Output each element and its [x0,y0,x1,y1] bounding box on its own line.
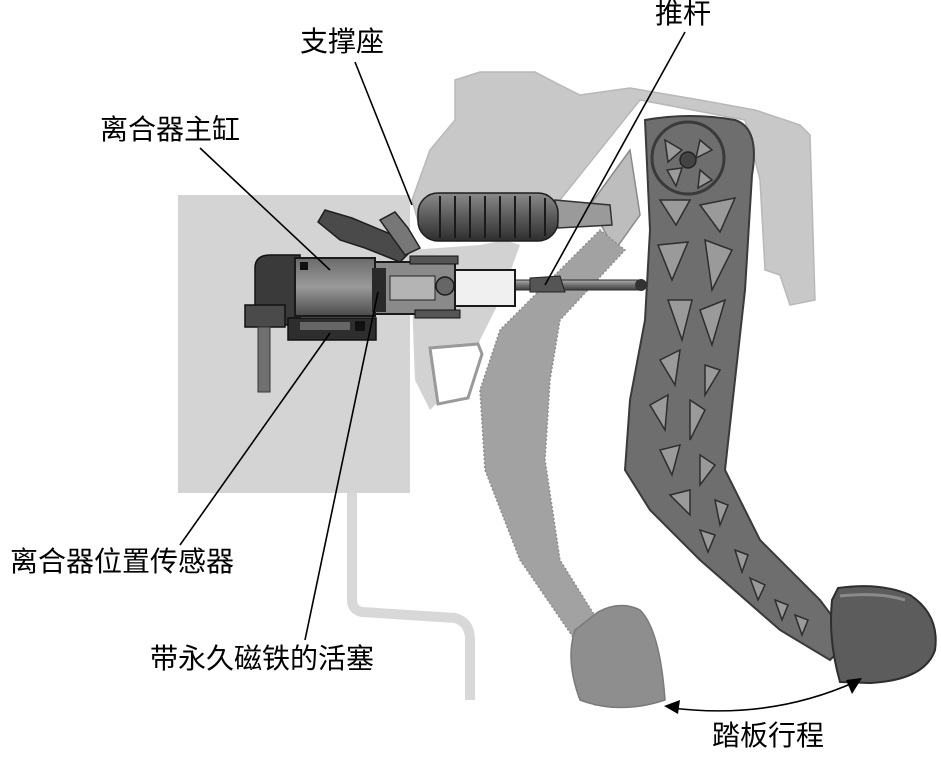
arrow-right-icon [846,678,862,694]
pedal-arm [623,115,852,662]
label-support-seat: 支撑座 [300,25,385,58]
leader-lines [179,31,856,712]
label-pedal-travel: 踏板行程 [712,719,825,752]
label-position-sensor: 离合器位置传感器 [10,545,235,578]
master-cylinder [244,254,516,393]
leader-master-cylinder [199,147,331,271]
label-master-cylinder: 离合器主缸 [100,113,241,146]
leader-push-rod [544,31,686,286]
travel-arrowheads [664,678,862,714]
leader-magnet-piston [304,291,379,641]
leader-position-sensor [179,332,331,546]
label-push-rod: 推杆 [655,0,712,30]
position-sensor [287,317,377,341]
label-magnet-piston: 带永久磁铁的活塞 [150,642,375,675]
fluid-inlet [317,209,422,263]
leader-support-seat [354,61,413,206]
pedal-pad [830,585,937,685]
pedal-travel-arc [671,681,856,712]
arrow-left-icon [664,700,680,714]
